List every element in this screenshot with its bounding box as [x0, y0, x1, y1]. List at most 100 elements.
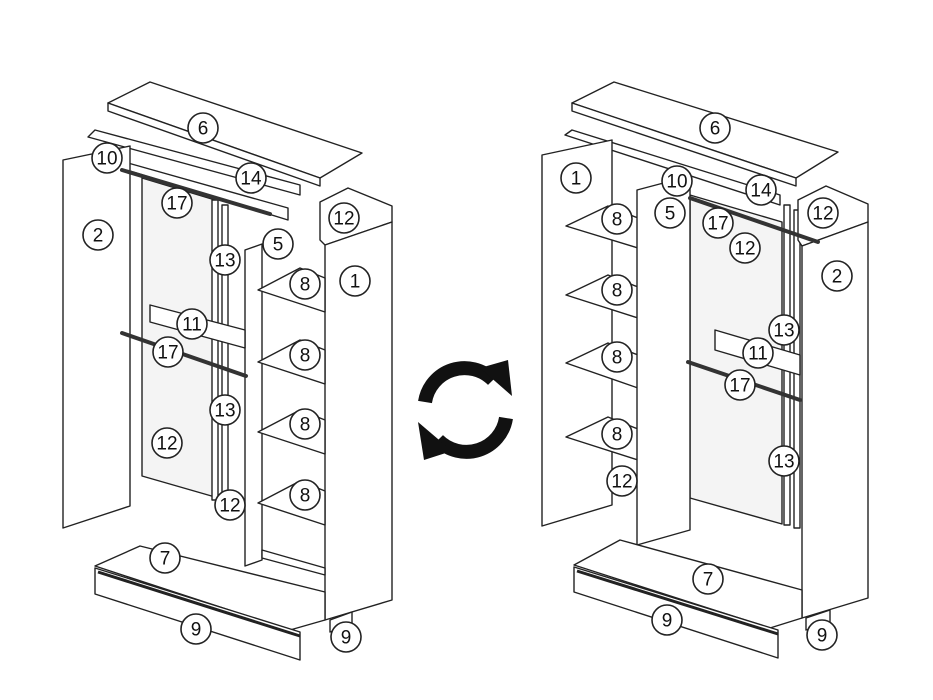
part-number: 17	[729, 376, 750, 397]
part-number-label: 11	[742, 337, 774, 369]
label-circle	[807, 197, 839, 229]
part-number: 11	[182, 315, 202, 336]
part-number-label: 9	[180, 613, 212, 645]
part-number-label: 7	[149, 542, 181, 574]
part-number: 8	[300, 346, 311, 367]
label-circle	[187, 112, 219, 144]
panel-top	[107, 81, 363, 179]
label-circle	[289, 479, 321, 511]
part-number-label: 8	[601, 341, 633, 373]
part-number-label: 8	[601, 274, 633, 306]
label-circle	[209, 394, 241, 426]
label-circle	[724, 369, 756, 401]
label-circle	[601, 341, 633, 373]
part-number-label: 10	[91, 142, 123, 174]
part-number-label: 5	[262, 228, 294, 260]
part-number: 9	[817, 626, 828, 647]
part-number-label: 6	[187, 112, 219, 144]
hanging-rail	[688, 196, 820, 244]
part-number-label: 5	[654, 197, 686, 229]
part-number: 8	[612, 348, 623, 369]
part-number: 12	[812, 204, 833, 225]
label-circle	[289, 408, 321, 440]
label-circle	[661, 165, 693, 197]
part-number-label: 17	[702, 207, 734, 239]
part-number-label: 12	[729, 232, 761, 264]
part-number: 8	[300, 486, 311, 507]
part-number: 17	[166, 194, 187, 215]
part-number-label: 12	[151, 427, 183, 459]
label-circle	[606, 465, 638, 497]
part-number-label: 12	[807, 197, 839, 229]
part-number-label: 17	[152, 336, 184, 368]
label-circle	[176, 308, 208, 340]
part-number-label: 8	[289, 339, 321, 371]
label-circle	[745, 174, 777, 206]
part-number: 2	[832, 267, 843, 288]
hanging-rail	[120, 331, 248, 378]
part-number: 12	[219, 496, 240, 517]
label-circle	[560, 162, 592, 194]
upright-post	[211, 199, 219, 501]
part-number: 11	[748, 344, 768, 365]
label-circle	[601, 274, 633, 306]
label-circle	[262, 228, 294, 260]
part-number: 12	[734, 239, 755, 260]
part-number: 9	[341, 628, 352, 649]
part-number: 10	[666, 172, 687, 193]
label-circle	[702, 207, 734, 239]
part-number: 10	[96, 149, 117, 170]
label-circle	[330, 621, 362, 653]
part-number: 17	[707, 214, 728, 235]
part-number-label: 14	[235, 162, 267, 194]
label-circle	[699, 112, 731, 144]
label-circle	[180, 613, 212, 645]
part-number-label: 8	[289, 479, 321, 511]
label-circle	[152, 336, 184, 368]
part-number: 12	[156, 434, 177, 455]
part-number: 14	[240, 169, 262, 190]
label-circle	[806, 619, 838, 651]
part-number-label: 14	[745, 174, 777, 206]
part-number: 8	[612, 210, 623, 231]
part-number-label: 9	[330, 621, 362, 653]
label-circle	[768, 445, 800, 477]
label-circle	[768, 314, 800, 346]
label-circle	[339, 265, 371, 297]
part-number: 7	[703, 570, 714, 591]
panel-door-left	[62, 145, 131, 529]
part-number: 1	[350, 272, 361, 293]
part-number: 1	[571, 169, 582, 190]
rotate-arrows-icon	[418, 360, 513, 460]
part-number-label: 11	[176, 308, 208, 340]
part-number: 13	[773, 452, 794, 473]
part-number: 12	[333, 209, 354, 230]
part-number: 7	[160, 549, 171, 570]
label-circle	[742, 337, 774, 369]
part-number: 5	[665, 204, 676, 225]
part-number-label: 2	[821, 260, 853, 292]
part-number-label: 13	[768, 445, 800, 477]
part-number-label: 13	[768, 314, 800, 346]
part-number: 13	[773, 321, 794, 342]
part-number-label: 9	[651, 604, 683, 636]
part-number: 5	[273, 235, 284, 256]
part-number: 9	[191, 620, 202, 641]
part-number: 8	[612, 425, 623, 446]
part-number: 12	[611, 472, 632, 493]
label-circle	[654, 197, 686, 229]
part-number: 13	[214, 251, 235, 272]
part-number-label: 17	[161, 187, 193, 219]
part-number-label: 9	[806, 619, 838, 651]
label-circle	[821, 260, 853, 292]
part-number-label: 17	[724, 369, 756, 401]
part-number: 8	[300, 415, 311, 436]
part-number-label: 8	[601, 203, 633, 235]
panel-door-left	[541, 139, 613, 527]
label-circle	[214, 489, 246, 521]
label-circle	[235, 162, 267, 194]
part-number: 14	[750, 181, 772, 202]
part-number-label: 1	[339, 265, 371, 297]
label-circle	[692, 563, 724, 595]
